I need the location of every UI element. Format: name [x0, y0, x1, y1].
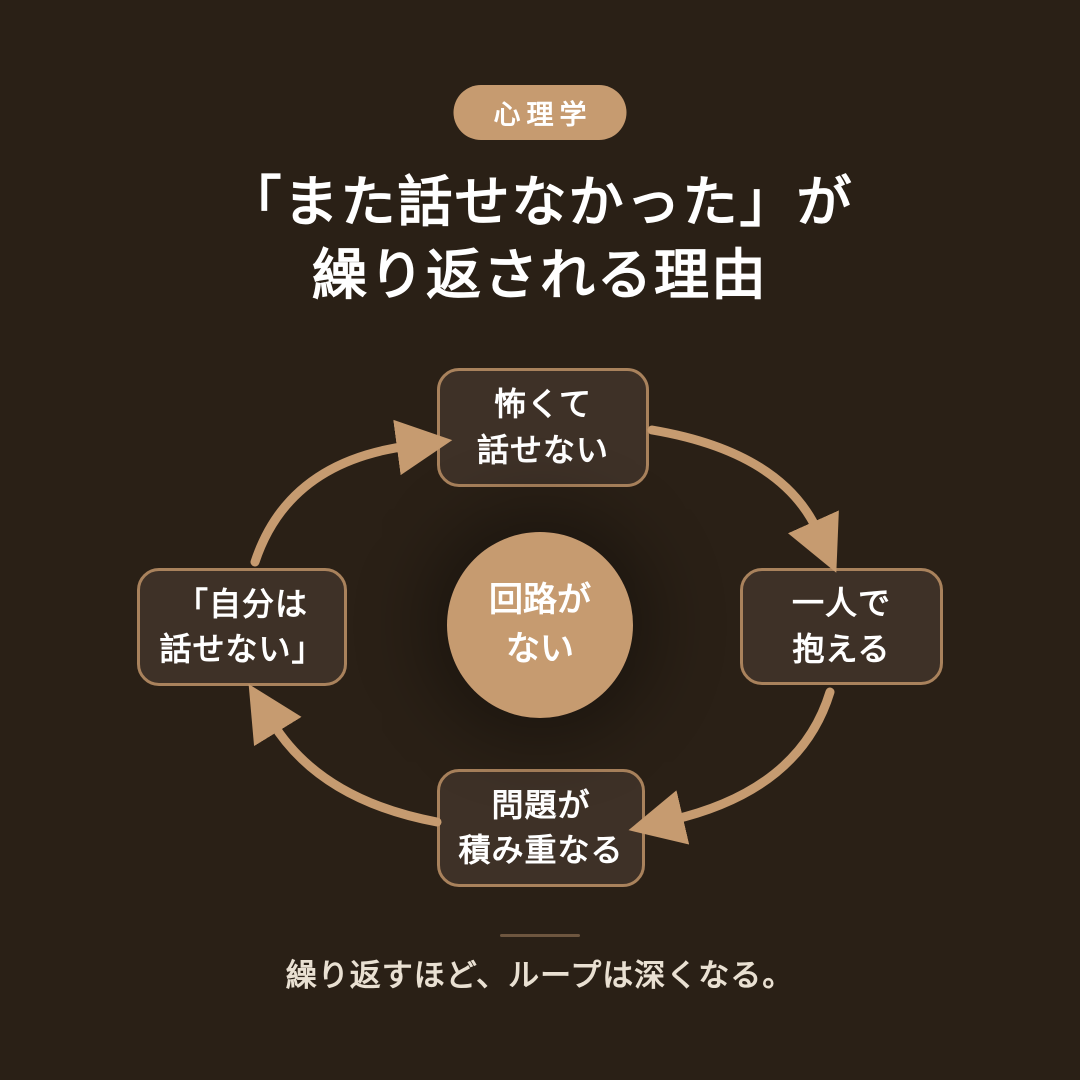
cycle-node-right: 一人で 抱える: [740, 568, 943, 685]
cycle-node-top-line-1: 怖くて: [493, 386, 593, 423]
cycle-node-bottom-line-1: 問題が: [491, 786, 591, 823]
footer-caption: 繰り返すほど、ループは深くなる。: [285, 958, 795, 993]
cycle-node-bottom-line-2: 積み重なる: [458, 832, 624, 868]
cycle-node-left-line-1: 「自分は: [175, 585, 308, 622]
cycle-node-top-line-2: 話せない: [476, 431, 609, 468]
cycle-node-right-line-2: 抱える: [792, 630, 891, 667]
cycle-node-bottom: 問題が 積み重なる: [437, 769, 645, 887]
cycle-arrow-right-to-bottom-icon: [628, 687, 835, 845]
cycle-node-left-line-2: 話せない」: [159, 631, 325, 667]
cycle-center-line-1: 回路が: [489, 580, 591, 619]
cycle-arrow-left-to-top-icon: [250, 419, 453, 567]
footer-divider: [500, 934, 580, 937]
cycle-node-left: 「自分は 話せない」: [137, 568, 347, 686]
page-title: 「また話せなかった」が 繰り返される理由: [0, 166, 1080, 312]
category-badge: 心理学: [453, 85, 627, 140]
cycle-center-line-2: ない: [506, 630, 574, 668]
cycle-node-right-line-1: 一人で: [791, 585, 891, 622]
cycle-node-top: 怖くて 話せない: [437, 368, 649, 487]
cycle-arrow-bottom-to-left-icon: [248, 683, 442, 827]
cycle-arrow-top-to-right-icon: [647, 425, 839, 573]
page-title-line-1: 「また話せなかった」が: [226, 171, 854, 233]
category-badge-label: 心理学: [493, 100, 593, 130]
page-title-line-2: 繰り返される理由: [311, 244, 768, 307]
cycle-center-circle: 回路が ない: [447, 532, 633, 718]
